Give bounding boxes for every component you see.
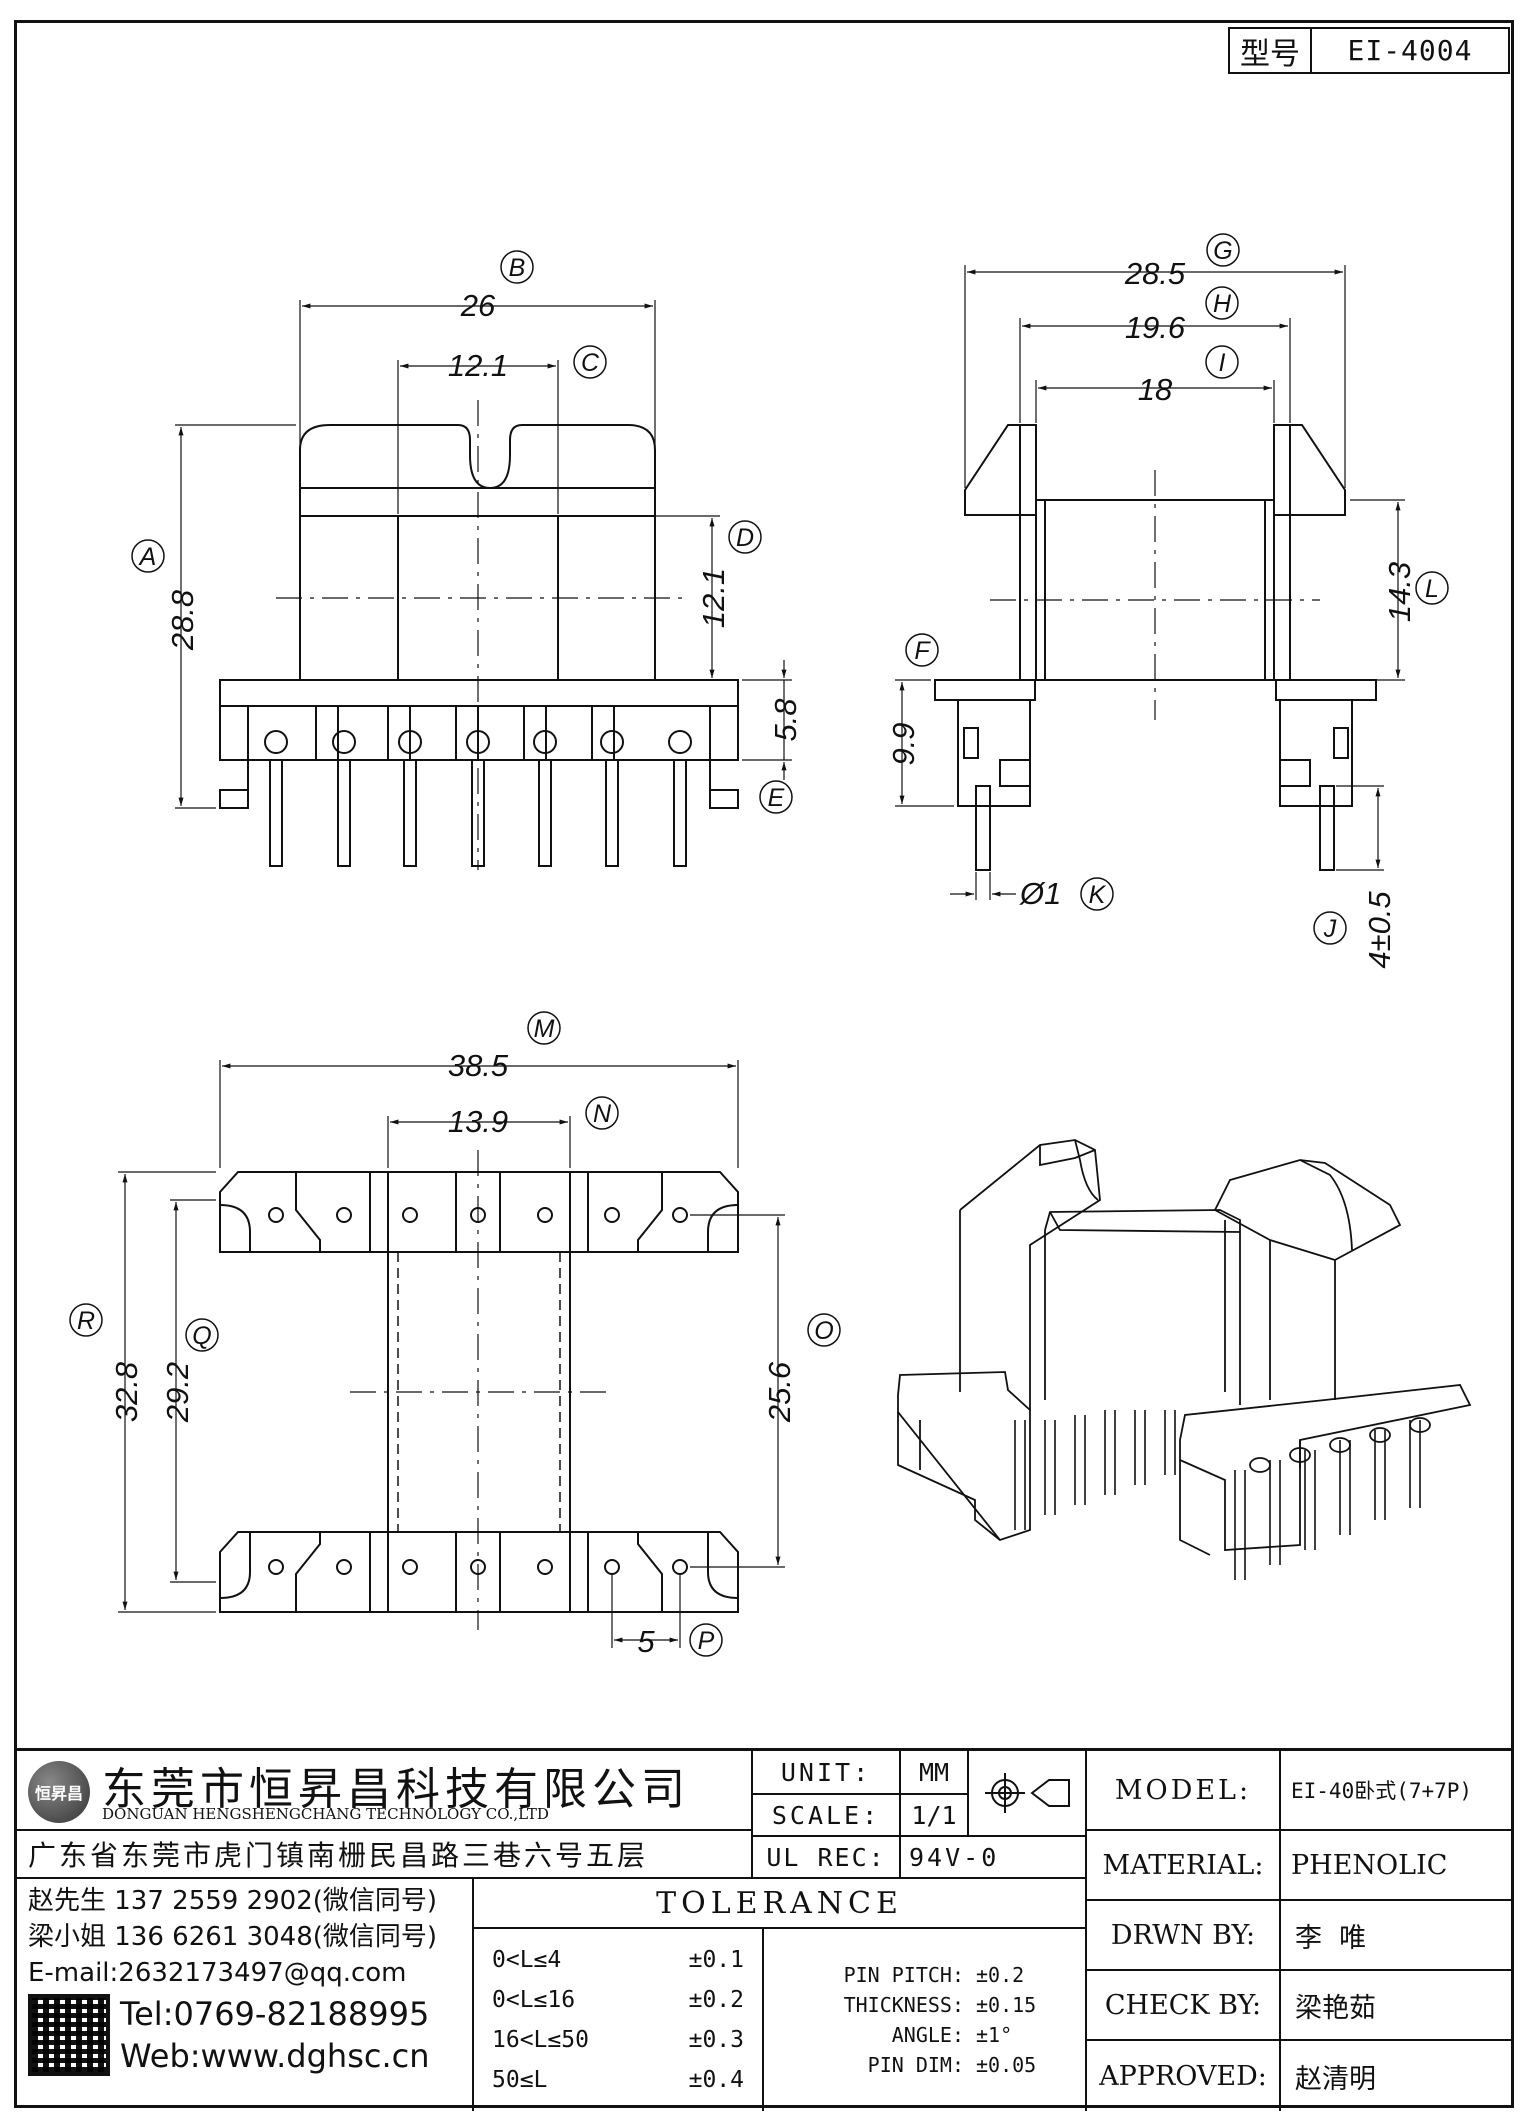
dim-N: 13.9 — [448, 1104, 508, 1139]
svg-text:A: A — [138, 543, 157, 571]
dim-P: 5 — [637, 1624, 655, 1659]
dim-M: 38.5 — [448, 1048, 509, 1083]
bottom-view — [118, 1060, 785, 1648]
front-holes — [264, 730, 692, 754]
tolerance-row: 16<L≤50±0.3 — [492, 2027, 744, 2053]
dim-E: 5.8 — [768, 698, 803, 742]
svg-text:Q: Q — [192, 1322, 211, 1350]
dim-B: 26 — [460, 288, 496, 323]
svg-text:B: B — [509, 254, 526, 282]
part-number-label: 型号 — [1230, 29, 1312, 72]
svg-text:D: D — [736, 524, 754, 552]
dim-K: Ø1 — [1019, 876, 1061, 911]
unit-label: UNIT: — [751, 1751, 901, 1793]
svg-text:P: P — [698, 1627, 715, 1655]
svg-text:N: N — [593, 1100, 612, 1128]
svg-text:I: I — [1219, 349, 1226, 377]
ul-value-cell: 94V-0 — [901, 1835, 1087, 1877]
tolerance-row: 50≤L±0.4 — [492, 2067, 744, 2093]
contact-1: 赵先生 137 2559 2902(微信同号) — [28, 1886, 438, 1916]
circle-markers — [69, 233, 1449, 1657]
bottom-top-pads — [219, 1172, 739, 1252]
material-label-cell: MATERIAL: — [1087, 1829, 1281, 1899]
unit-value: MM — [901, 1751, 969, 1793]
tolerance-other-row: ANGLE:±1° — [891, 2023, 1013, 2047]
qr-code-icon — [28, 1994, 110, 2076]
svg-text:F: F — [914, 637, 931, 665]
part-number-box: 型号 EI-4004 — [1228, 27, 1510, 74]
company-name-en: DONGUAN HENGSHENGCHANG TECHNOLOGY CO.,LT… — [102, 1805, 549, 1823]
svg-text:R: R — [77, 1307, 95, 1335]
technical-drawing: 26 12.1 28.8 12.1 5.8 28.5 19.6 18 14.3 … — [69, 233, 1472, 1659]
tolerance-title: TOLERANCE — [474, 1877, 1087, 1927]
tolerance-other-row: PIN PITCH:±0.2 — [843, 1963, 1025, 1987]
dim-J: 4±0.5 — [1362, 891, 1397, 969]
scale-label-cell: SCALE: — [751, 1793, 901, 1835]
svg-text:L: L — [1425, 575, 1439, 603]
isometric-view — [897, 1139, 1472, 1580]
model-value-cell: EI-40卧式(7+7P) — [1291, 1779, 1473, 1803]
check-value-cell: 梁艳茹 — [1281, 1969, 1514, 2039]
contact-email[interactable]: E-mail:2632173497@qq.com — [28, 1958, 407, 1988]
tolerance-row: 0<L≤4±0.1 — [492, 1947, 744, 1973]
dim-F: 9.9 — [886, 722, 921, 765]
title-block: 恒昇昌 东莞市恒昇昌科技有限公司 DONGUAN HENGSHENGCHANG … — [14, 1748, 1514, 2111]
model-label-cell: MODEL: — [1087, 1751, 1281, 1829]
company-logo: 恒昇昌 — [28, 1761, 90, 1823]
tolerance-other-row: PIN DIM:±0.05 — [867, 2053, 1037, 2077]
svg-text:E: E — [768, 784, 785, 812]
dim-R: 32.8 — [109, 1361, 144, 1422]
svg-text:O: O — [814, 1317, 833, 1345]
contact-2: 梁小姐 136 6261 3048(微信同号) — [28, 1922, 438, 1952]
front-view — [175, 300, 792, 870]
dim-G: 28.5 — [1124, 256, 1186, 291]
dim-Q: 29.2 — [160, 1362, 195, 1423]
contact-area: 赵先生 137 2559 2902(微信同号) 梁小姐 136 6261 304… — [14, 1877, 474, 2111]
svg-text:J: J — [1323, 915, 1337, 943]
dim-A: 28.8 — [165, 589, 200, 651]
dim-H: 19.6 — [1125, 310, 1186, 345]
company-address: 广东省东莞市虎门镇南栅民昌路三巷六号五层 — [14, 1829, 751, 1877]
bottom-bottom-pads — [219, 1532, 739, 1612]
contact-tel: Tel:0769-82188995 — [120, 1995, 430, 2033]
svg-text:M: M — [534, 1015, 555, 1043]
ul-label-cell: UL REC: — [751, 1835, 901, 1877]
dim-O: 25.6 — [762, 1361, 797, 1423]
dim-I: 18 — [1138, 372, 1173, 407]
tolerance-ranges: 0<L≤4±0.1 0<L≤16±0.2 16<L≤50±0.3 50≤L±0.… — [474, 1927, 764, 2111]
front-pin-bumps — [315, 705, 615, 761]
tolerance-other-row: THICKNESS:±0.15 — [843, 1993, 1037, 2017]
svg-text:C: C — [581, 349, 600, 377]
projection-symbol-icon — [969, 1751, 1087, 1835]
approved-label-cell: APPROVED: — [1087, 2039, 1281, 2111]
svg-text:H: H — [1213, 290, 1232, 318]
check-label-cell: CHECK BY: — [1087, 1969, 1281, 2039]
circle-letters: B C A D E F G H I L K J M N R Q O P — [77, 237, 1439, 1655]
part-number-value: EI-4004 — [1347, 34, 1473, 67]
material-value-cell: PHENOLIC — [1281, 1829, 1514, 1899]
drawn-label-cell: DRWN BY: — [1087, 1899, 1281, 1969]
svg-text:G: G — [1213, 237, 1232, 265]
tolerance-other: PIN PITCH:±0.2 THICKNESS:±0.15 ANGLE:±1°… — [764, 1927, 1087, 2111]
dimension-texts: 26 12.1 28.8 12.1 5.8 28.5 19.6 18 14.3 … — [109, 256, 1417, 1659]
svg-text:K: K — [1089, 881, 1107, 909]
scale-value-cell: 1/1 — [901, 1793, 969, 1835]
side-view — [895, 265, 1405, 900]
dim-D: 12.1 — [696, 568, 731, 628]
drawn-value-cell: 李 唯 — [1281, 1899, 1514, 1969]
dim-C: 12.1 — [448, 348, 508, 383]
drawing-frame — [14, 20, 1514, 2108]
front-pins — [269, 759, 687, 867]
dim-L: 14.3 — [1382, 562, 1417, 622]
tolerance-row: 0<L≤16±0.2 — [492, 1987, 744, 2013]
approved-value-cell: 赵清明 — [1281, 2039, 1514, 2111]
company-name-cn: 东莞市恒昇昌科技有限公司 — [102, 1764, 690, 1815]
company-header: 恒昇昌 东莞市恒昇昌科技有限公司 DONGUAN HENGSHENGCHANG … — [14, 1751, 751, 1829]
contact-web[interactable]: Web:www.dghsc.cn — [120, 2037, 430, 2075]
